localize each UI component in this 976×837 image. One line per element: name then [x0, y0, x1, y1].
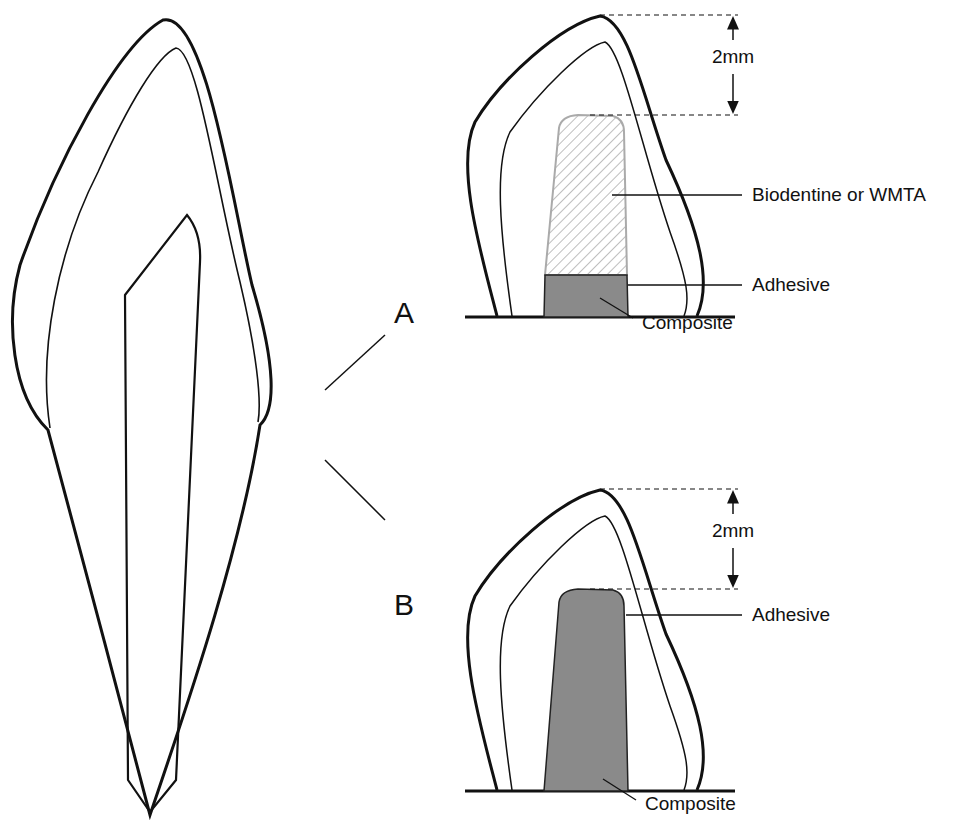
part-label: Composite [642, 313, 733, 334]
figure-letter: B [394, 588, 414, 621]
leader-line [325, 335, 385, 390]
part-label: Adhesive [752, 275, 830, 296]
figure-letter: A [394, 296, 414, 329]
part-label: Adhesive [752, 605, 830, 626]
leader-line [325, 460, 385, 520]
dimension-label: 2mm [710, 521, 756, 542]
part-label: Biodentine or WMTA [752, 185, 926, 206]
crown-b [465, 489, 742, 800]
crown-a [465, 15, 742, 318]
whole-tooth [13, 20, 272, 815]
part-label: Composite [645, 794, 736, 815]
dimension-label: 2mm [710, 47, 756, 68]
